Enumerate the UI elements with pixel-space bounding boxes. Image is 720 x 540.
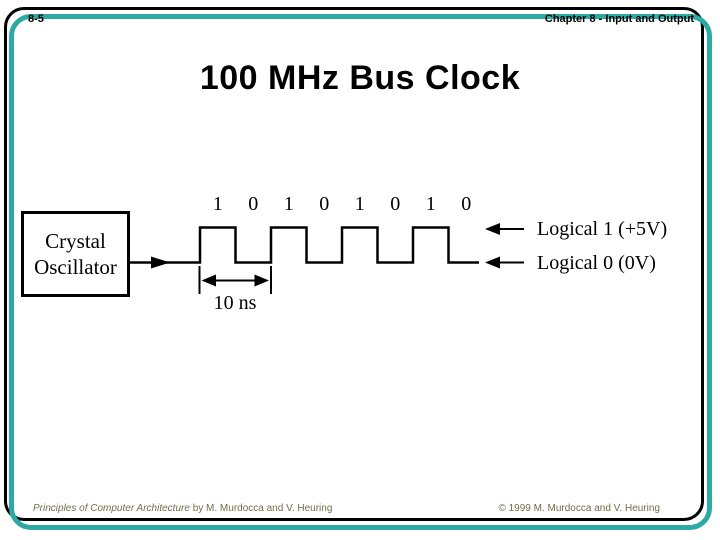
footer-book-credit: Principles of Computer Architecture by M… [33, 503, 332, 514]
bit-sequence: 1 0 1 0 1 0 1 0 [200, 193, 484, 215]
logical-0-label: Logical 0 (0V) [537, 252, 656, 274]
footer-copyright: © 1999 M. Murdocca and V. Heuring [498, 503, 660, 514]
bit-label: 0 [461, 193, 472, 215]
logical-0-arrowhead-icon [485, 256, 500, 269]
logical-1-arrowhead-icon [485, 223, 500, 235]
chapter-header: Chapter 8 - Input and Output [544, 13, 694, 25]
slide-title: 100 MHz Bus Clock [199, 59, 521, 97]
slide-border-black [4, 7, 704, 521]
crystal-oscillator-label-line1: Crystal [45, 229, 106, 253]
bit-label: 0 [248, 193, 259, 215]
logical-1-label: Logical 1 (+5V) [537, 218, 668, 240]
period-arrowhead-right-icon [254, 274, 269, 287]
bit-label: 1 [425, 193, 436, 215]
slide-number: 8-5 [28, 13, 44, 25]
footer-book-title: Principles of Computer Architecture [33, 503, 190, 514]
footer-book-authors: by M. Murdocca and V. Heuring [189, 503, 333, 514]
period-arrowhead-left-icon [201, 274, 216, 287]
oscillator-output-arrowhead-icon [151, 256, 170, 269]
bit-label: 0 [390, 193, 401, 215]
bit-label: 0 [319, 193, 330, 215]
crystal-oscillator-label-line2: Oscillator [34, 255, 117, 279]
bit-label: 1 [212, 193, 223, 215]
bit-label: 1 [354, 193, 365, 215]
crystal-oscillator-box: Crystal Oscillator [21, 211, 130, 297]
bit-label: 1 [283, 193, 294, 215]
clock-square-wave [130, 226, 479, 264]
period-label: 10 ns [213, 292, 257, 314]
slide-border-teal [9, 14, 712, 530]
